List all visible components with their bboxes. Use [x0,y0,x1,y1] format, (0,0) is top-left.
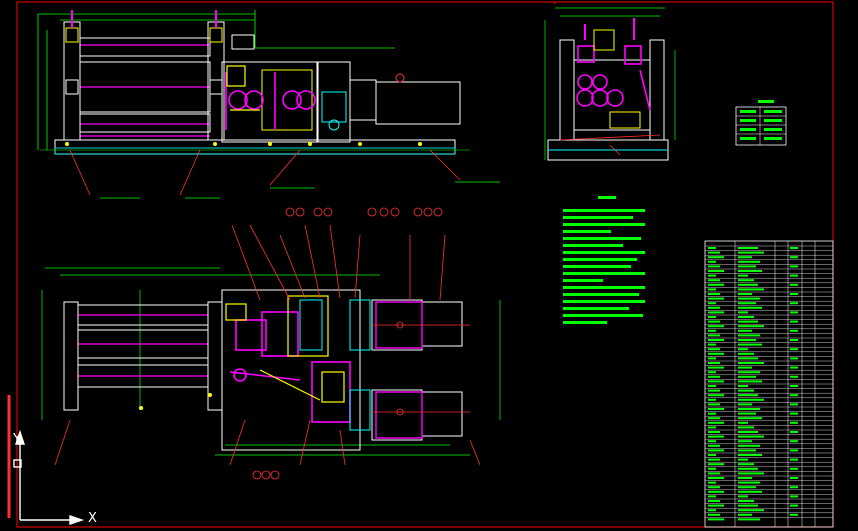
ucs-y-label: Y [13,432,21,447]
parts-list-table [704,240,834,528]
ucs-icon [13,429,85,525]
side-elevation-view[interactable] [544,7,676,161]
technical-notes-block [563,196,645,324]
ucs-x-label: X [88,511,97,526]
front-elevation-view[interactable] [37,10,500,199]
spec-table [735,100,787,146]
plan-view[interactable] [41,207,501,480]
